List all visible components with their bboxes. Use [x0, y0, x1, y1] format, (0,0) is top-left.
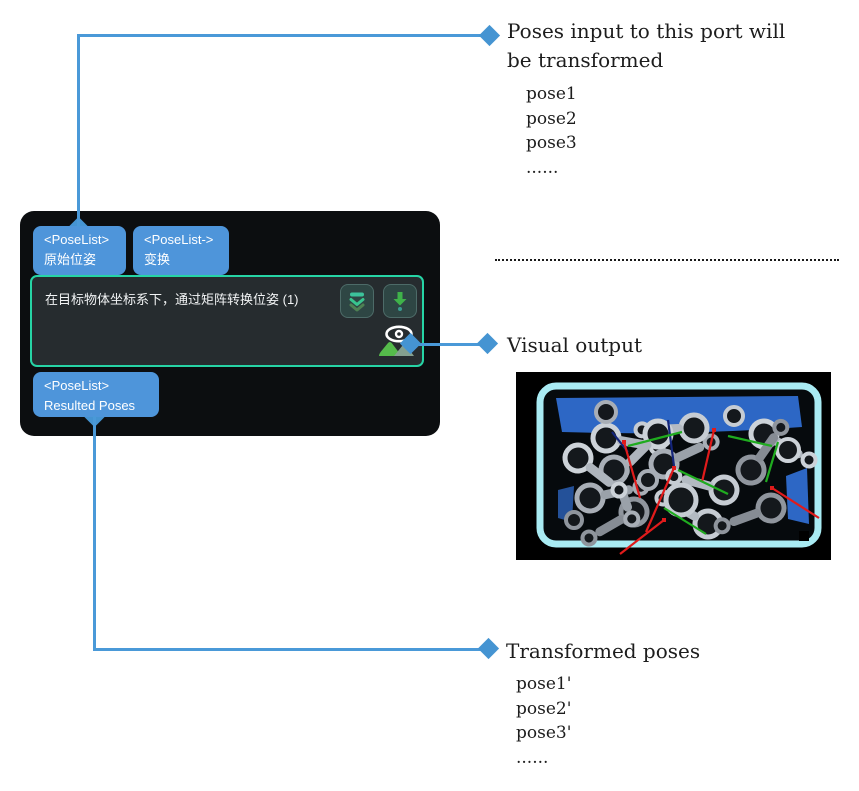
- double-chevron-down-icon: [349, 292, 365, 312]
- list-item: pose1': [516, 674, 572, 694]
- visual-output-image: [516, 372, 831, 560]
- download-button[interactable]: [383, 284, 417, 318]
- input-port-original-poses[interactable]: <PoseList> 原始位姿: [33, 226, 126, 275]
- pose-axes: [611, 419, 820, 555]
- node-title: 在目标物体坐标系下，通过矩阵转换位姿 (1): [45, 292, 299, 307]
- metal-parts: [562, 400, 818, 547]
- port-name-label: Resulted Poses: [44, 398, 136, 413]
- connector-line-input-horizontal: [77, 34, 489, 37]
- list-item: ......: [526, 157, 559, 178]
- connector-line-output-vertical: [93, 416, 96, 649]
- list-item: ......: [516, 747, 549, 768]
- list-item: pose1: [526, 84, 577, 104]
- port-name-label: 变换: [144, 252, 171, 267]
- list-item: pose2': [516, 698, 572, 719]
- list-item: pose3: [526, 133, 577, 153]
- output-port-resulted-poses[interactable]: <PoseList> Resulted Poses: [33, 372, 159, 417]
- annotation-output-title: Transformed poses: [506, 639, 701, 663]
- annotation-input-pose-list: pose1 pose2 pose3 ......: [526, 82, 577, 180]
- dashed-separator: [495, 259, 839, 261]
- list-item: pose2: [526, 108, 577, 129]
- list-item: pose3': [516, 723, 572, 743]
- diamond-marker-output-icon: [477, 637, 500, 660]
- input-port-transform[interactable]: <PoseList-> 变换: [133, 226, 229, 275]
- diamond-marker-visual-icon: [476, 332, 499, 355]
- annotation-input-title-line2: be transformed: [507, 48, 664, 72]
- expand-parameters-button[interactable]: [340, 284, 374, 318]
- annotation-visual-title: Visual output: [507, 333, 642, 357]
- annotation-output-pose-list: pose1' pose2' pose3' ......: [516, 672, 571, 770]
- diamond-marker-input-icon: [478, 24, 501, 47]
- port-name-label: 原始位姿: [44, 252, 97, 267]
- port-type-label: <PoseList->: [144, 232, 214, 247]
- connector-line-output-horizontal: [93, 648, 488, 651]
- connector-line-visual: [410, 343, 482, 346]
- annotation-input-title: Poses input to this port will be transfo…: [507, 17, 785, 75]
- transform-poses-node[interactable]: <PoseList> 原始位姿 <PoseList-> 变换 在目标物体坐标系下…: [20, 211, 440, 436]
- node-body[interactable]: 在目标物体坐标系下，通过矩阵转换位姿 (1): [30, 275, 424, 367]
- port-type-label: <PoseList>: [44, 378, 110, 393]
- download-arrow-icon: [393, 292, 407, 311]
- connector-line-input-vertical: [77, 35, 80, 227]
- annotation-input-title-line1: Poses input to this port will: [507, 19, 786, 43]
- port-type-label: <PoseList>: [44, 232, 110, 247]
